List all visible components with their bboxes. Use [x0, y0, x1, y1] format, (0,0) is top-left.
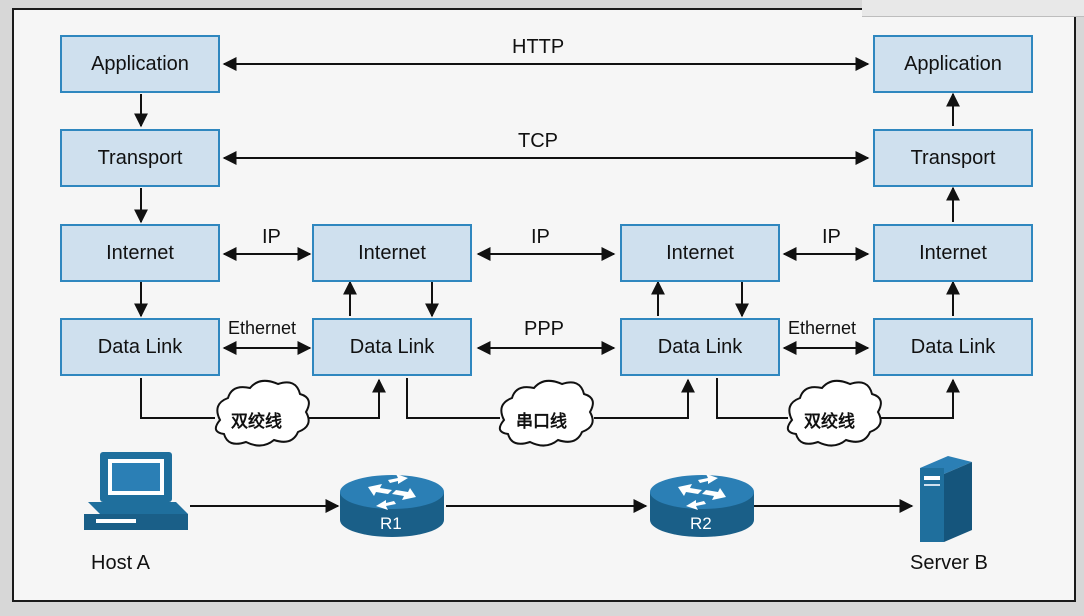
twisted-pair-label: 双绞线	[231, 412, 282, 432]
cloud-icon	[498, 379, 594, 447]
router2-label: R2	[690, 514, 712, 533]
layer-label: Internet	[358, 241, 426, 264]
server-application-layer: Application	[873, 35, 1033, 93]
host-application-layer: Application	[60, 35, 220, 93]
link-r2-to-server	[716, 378, 788, 419]
host-transport-layer: Transport	[60, 129, 220, 187]
server-data-link-layer: Data Link	[873, 318, 1033, 376]
twisted-pair-label: 双绞线	[804, 412, 855, 432]
ethernet-label: Ethernet	[228, 318, 297, 338]
ip-label: IP	[262, 226, 281, 248]
layer-label: Application	[904, 52, 1002, 75]
layer-label: Transport	[910, 146, 996, 169]
router-icon	[340, 474, 444, 537]
host-label: Host A	[91, 552, 150, 574]
host-internet-layer: Internet	[60, 224, 220, 282]
cloud-icon	[214, 379, 310, 447]
host-data-link-layer: Data Link	[60, 318, 220, 376]
link-r1-to-r2-b	[594, 378, 695, 419]
link-r1-to-r2	[406, 378, 500, 419]
r2-data-link-layer: Data Link	[620, 318, 780, 376]
serial-cable-label: 串口线	[516, 412, 567, 432]
layer-label: Data Link	[657, 335, 743, 358]
layer-label: Data Link	[97, 335, 183, 358]
layer-label: Application	[91, 52, 189, 75]
r1-internet-layer: Internet	[312, 224, 472, 282]
r2-internet-layer: Internet	[620, 224, 780, 282]
server-internet-layer: Internet	[873, 224, 1033, 282]
layer-label: Data Link	[910, 335, 996, 358]
http-label: HTTP	[512, 36, 565, 58]
ppp-label: PPP	[524, 318, 565, 340]
router-icon	[650, 474, 754, 537]
window-overlay-bar	[862, 0, 1084, 17]
diagram-frame	[12, 8, 1076, 602]
tcp-label: TCP	[518, 130, 558, 152]
server-transport-layer: Transport	[873, 129, 1033, 187]
link-host-to-r1	[140, 378, 215, 419]
computer-icon	[84, 452, 188, 530]
server-icon	[920, 456, 972, 542]
link-host-to-r1-b	[304, 378, 386, 419]
link-r2-to-server-b	[876, 378, 960, 419]
layer-label: Data Link	[349, 335, 435, 358]
router1-label: R1	[380, 514, 402, 533]
layer-label: Internet	[666, 241, 734, 264]
layer-label: Internet	[106, 241, 174, 264]
r1-data-link-layer: Data Link	[312, 318, 472, 376]
ip-label: IP	[822, 226, 841, 248]
server-label: Server B	[910, 552, 988, 574]
layer-label: Internet	[919, 241, 987, 264]
layer-label: Transport	[97, 146, 183, 169]
cloud-icon	[786, 379, 882, 447]
ip-label: IP	[531, 226, 550, 248]
ethernet-label: Ethernet	[788, 318, 857, 338]
